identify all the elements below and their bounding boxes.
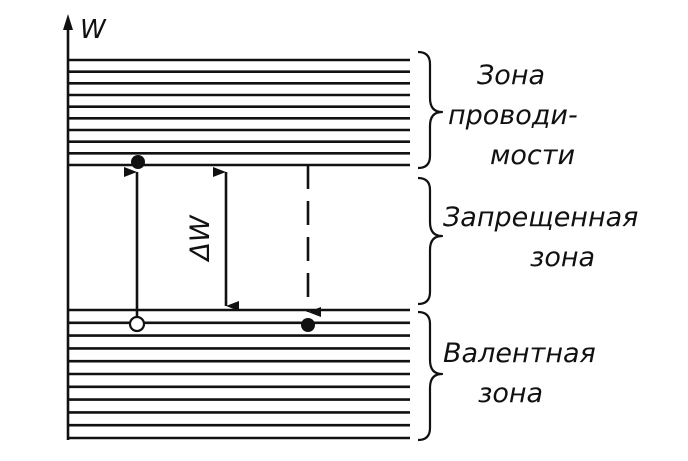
valence-band-brace xyxy=(417,310,444,442)
forbidden-band-label-line-2: зона xyxy=(530,242,595,273)
conduction-band-label-line-2: проводи- xyxy=(448,100,578,131)
hole-circle xyxy=(128,315,146,333)
energy-axis-label: W xyxy=(80,15,107,45)
conduction-band-brace xyxy=(417,50,444,170)
forbidden-band-brace xyxy=(417,176,444,306)
electron-dot-valence xyxy=(301,318,315,332)
conduction-band-label-line-3: мости xyxy=(490,140,575,171)
valence-band-label-line-2: зона xyxy=(478,378,543,409)
electron-dot-conduction xyxy=(131,155,145,169)
forbidden-band-label-line-1: Запрещенная xyxy=(443,202,638,233)
valence-band-levels xyxy=(68,308,410,440)
conduction-band-label-line-1: Зона xyxy=(477,60,545,91)
conduction-band-levels xyxy=(68,58,410,167)
valence-band-label-line-1: Валентная xyxy=(443,338,596,369)
gap-width-label: ΔW xyxy=(185,214,216,262)
energy-axis-arrowhead xyxy=(63,14,73,30)
